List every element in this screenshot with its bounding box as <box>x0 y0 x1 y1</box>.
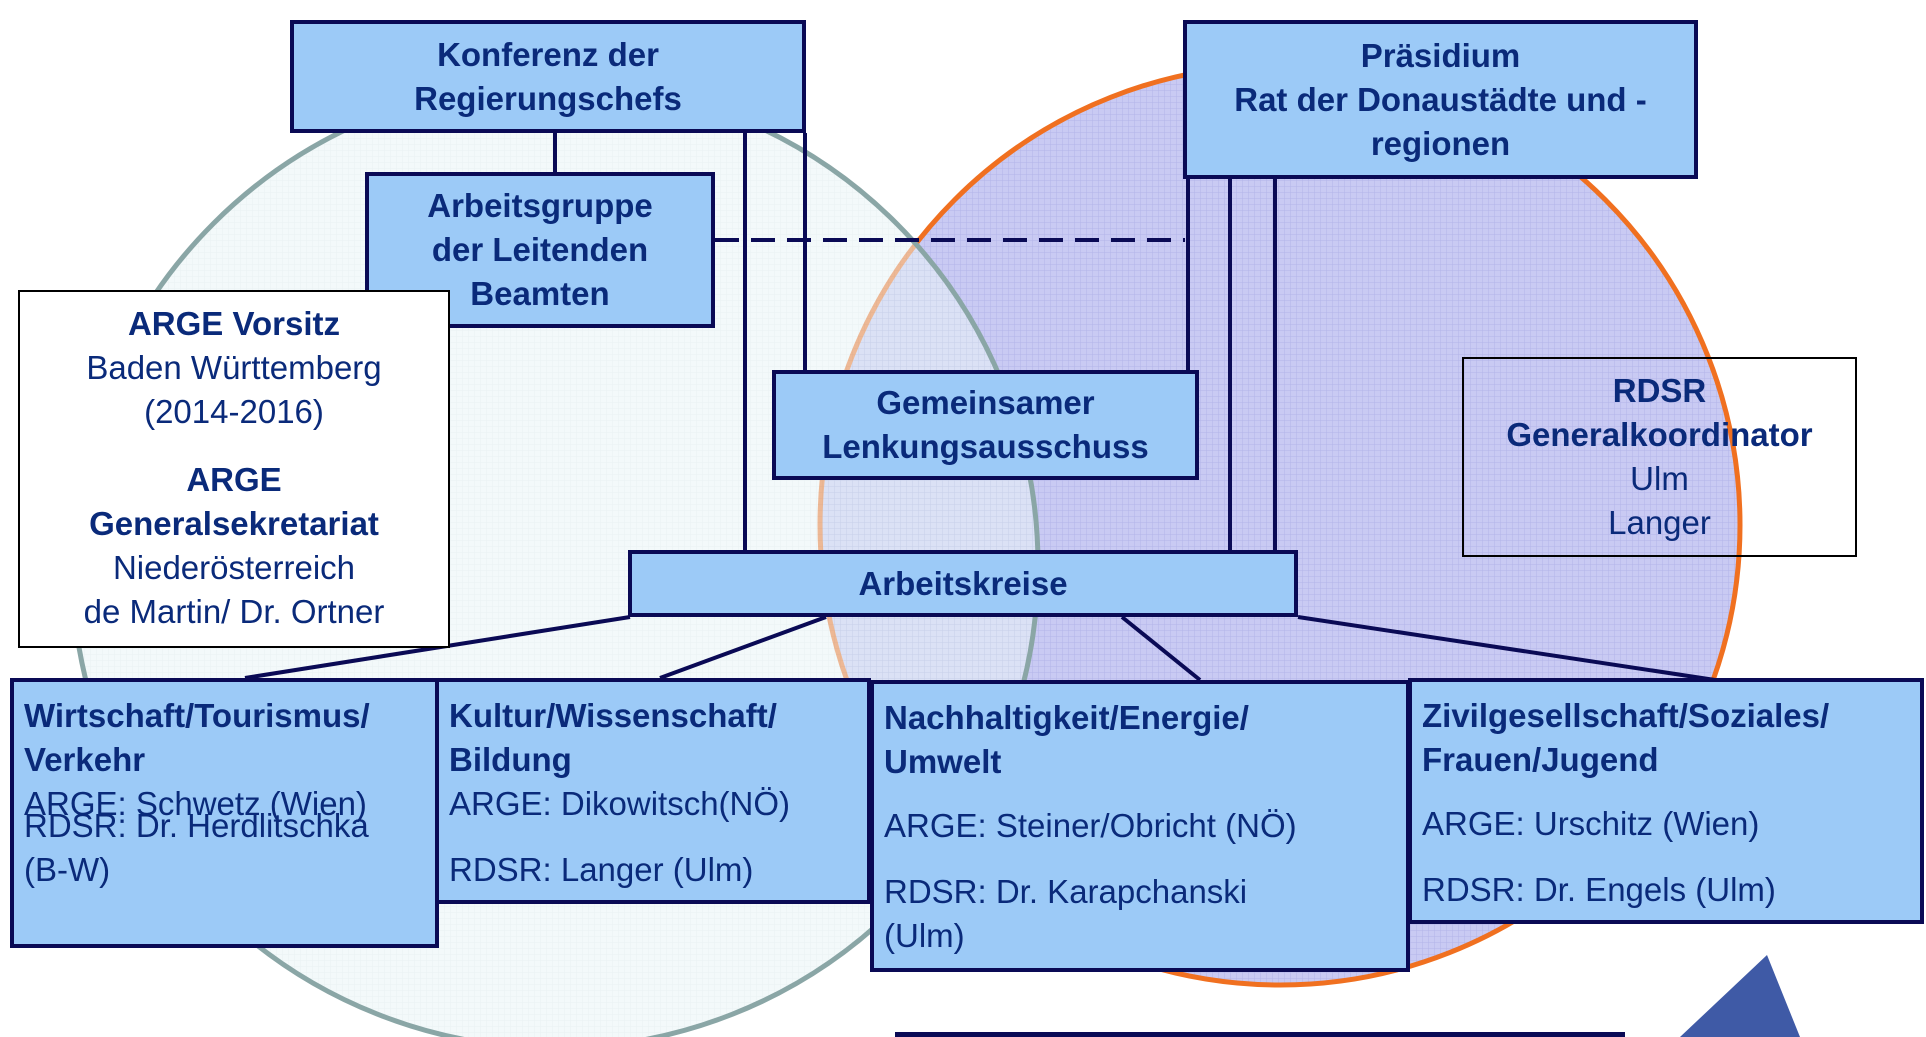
arge-vorsitz-line2: (2014-2016) <box>144 393 324 430</box>
arge-gs-title1: ARGE <box>186 461 282 498</box>
workgroup-3-title2: Umwelt <box>884 743 1002 780</box>
lenkung-line2: Lenkungsausschuss <box>822 428 1149 465</box>
workgroup-2-rdsr1: RDSR: Langer (Ulm) <box>449 851 754 888</box>
workgroup-1-rdsr2: (B-W) <box>24 851 111 888</box>
arge-vorsitz-title: ARGE Vorsitz <box>127 305 341 342</box>
workgroup-4-title1: Zivilgesellschaft/Soziales/ <box>1422 697 1830 734</box>
rdsr-line1: Ulm <box>1630 460 1689 497</box>
arge-vorsitz-line1: Baden Württemberg <box>86 349 382 386</box>
workgroup-1-title2: Verkehr <box>24 741 146 778</box>
arge-info-box: ARGE Vorsitz Baden Württemberg (2014-201… <box>18 290 450 648</box>
workgroup-3-rdsr1: RDSR: Dr. Karapchanski <box>884 873 1248 910</box>
workgroup-3-title1: Nachhaltigkeit/Energie/ <box>884 699 1249 736</box>
arbeitsgruppe-line1: Arbeitsgruppe <box>427 187 653 224</box>
workgroup-box-2: Kultur/Wissenschaft/ Bildung ARGE: Dikow… <box>435 678 871 904</box>
workgroup-3-arge: ARGE: Steiner/Obricht (NÖ) <box>884 807 1297 844</box>
arbeitsgruppe-line3: Beamten <box>470 275 610 312</box>
workgroup-4-title2: Frauen/Jugend <box>1422 741 1659 778</box>
workgroup-1-rdsr1: RDSR: Dr. Herdlitschka <box>24 807 369 844</box>
lenkung-line1: Gemeinsamer <box>876 384 1095 421</box>
workgroup-box-3: Nachhaltigkeit/Energie/ Umwelt ARGE: Ste… <box>870 680 1410 972</box>
rdsr-line2: Langer <box>1608 504 1711 541</box>
praesidium-line1: Präsidium <box>1360 36 1521 74</box>
praesidium-line3: regionen <box>1370 124 1511 162</box>
arge-gs-line1: Niederösterreich <box>112 549 356 586</box>
konferenz-line2: Regierungschefs <box>414 79 682 117</box>
workgroup-box-4: Zivilgesellschaft/Soziales/ Frauen/Jugen… <box>1408 678 1924 924</box>
workgroup-2-title1: Kultur/Wissenschaft/ <box>449 697 777 734</box>
workgroup-4-arge: ARGE: Urschitz (Wien) <box>1422 805 1760 842</box>
logo-triangle <box>1680 955 1800 1037</box>
footer-bar <box>895 1032 1625 1037</box>
arbeitskreise-label: Arbeitskreise <box>858 564 1068 602</box>
arge-gs-line2: de Martin/ Dr. Ortner <box>83 593 385 630</box>
workgroup-2-title2: Bildung <box>449 741 572 778</box>
workgroup-box-1: Wirtschaft/Tourismus/ Verkehr ARGE: Schw… <box>10 678 439 948</box>
rdsr-title2: Generalkoordinator <box>1506 416 1813 453</box>
konferenz-line1: Konferenz der <box>437 35 659 73</box>
arbeitsgruppe-line2: der Leitenden <box>431 231 649 268</box>
arge-gs-title2: Generalsekretariat <box>89 505 379 542</box>
rdsr-title1: RDSR <box>1612 372 1707 409</box>
workgroup-2-arge: ARGE: Dikowitsch(NÖ) <box>449 785 791 822</box>
workgroup-1-arge: ARGE: Schwetz (Wien) <box>24 785 367 822</box>
praesidium-line2: Rat der Donaustädte und - <box>1234 80 1647 118</box>
arbeitskreise-box: Arbeitskreise <box>628 550 1298 617</box>
rdsr-box: RDSR Generalkoordinator Ulm Langer <box>1462 357 1857 557</box>
workgroup-4-rdsr1: RDSR: Dr. Engels (Ulm) <box>1422 871 1776 908</box>
workgroup-1-title1: Wirtschaft/Tourismus/ <box>24 697 370 734</box>
workgroup-3-rdsr2: (Ulm) <box>884 917 965 954</box>
